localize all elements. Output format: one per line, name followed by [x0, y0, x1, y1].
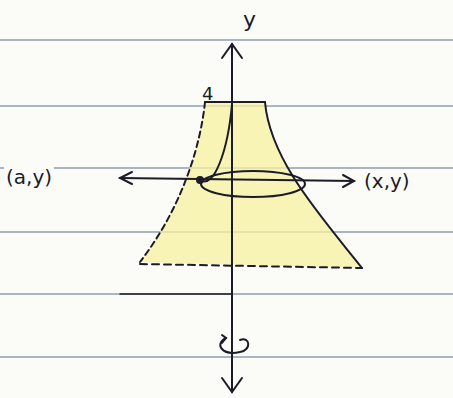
axis-label: y — [241, 8, 258, 32]
axes — [120, 44, 354, 392]
axis-label: 4 — [200, 84, 215, 104]
solid — [120, 102, 362, 294]
highlight — [140, 102, 362, 268]
axis-label: (x,y) — [362, 170, 412, 192]
ruled-lines — [0, 40, 453, 357]
axis-label: (a,y) — [4, 166, 54, 188]
